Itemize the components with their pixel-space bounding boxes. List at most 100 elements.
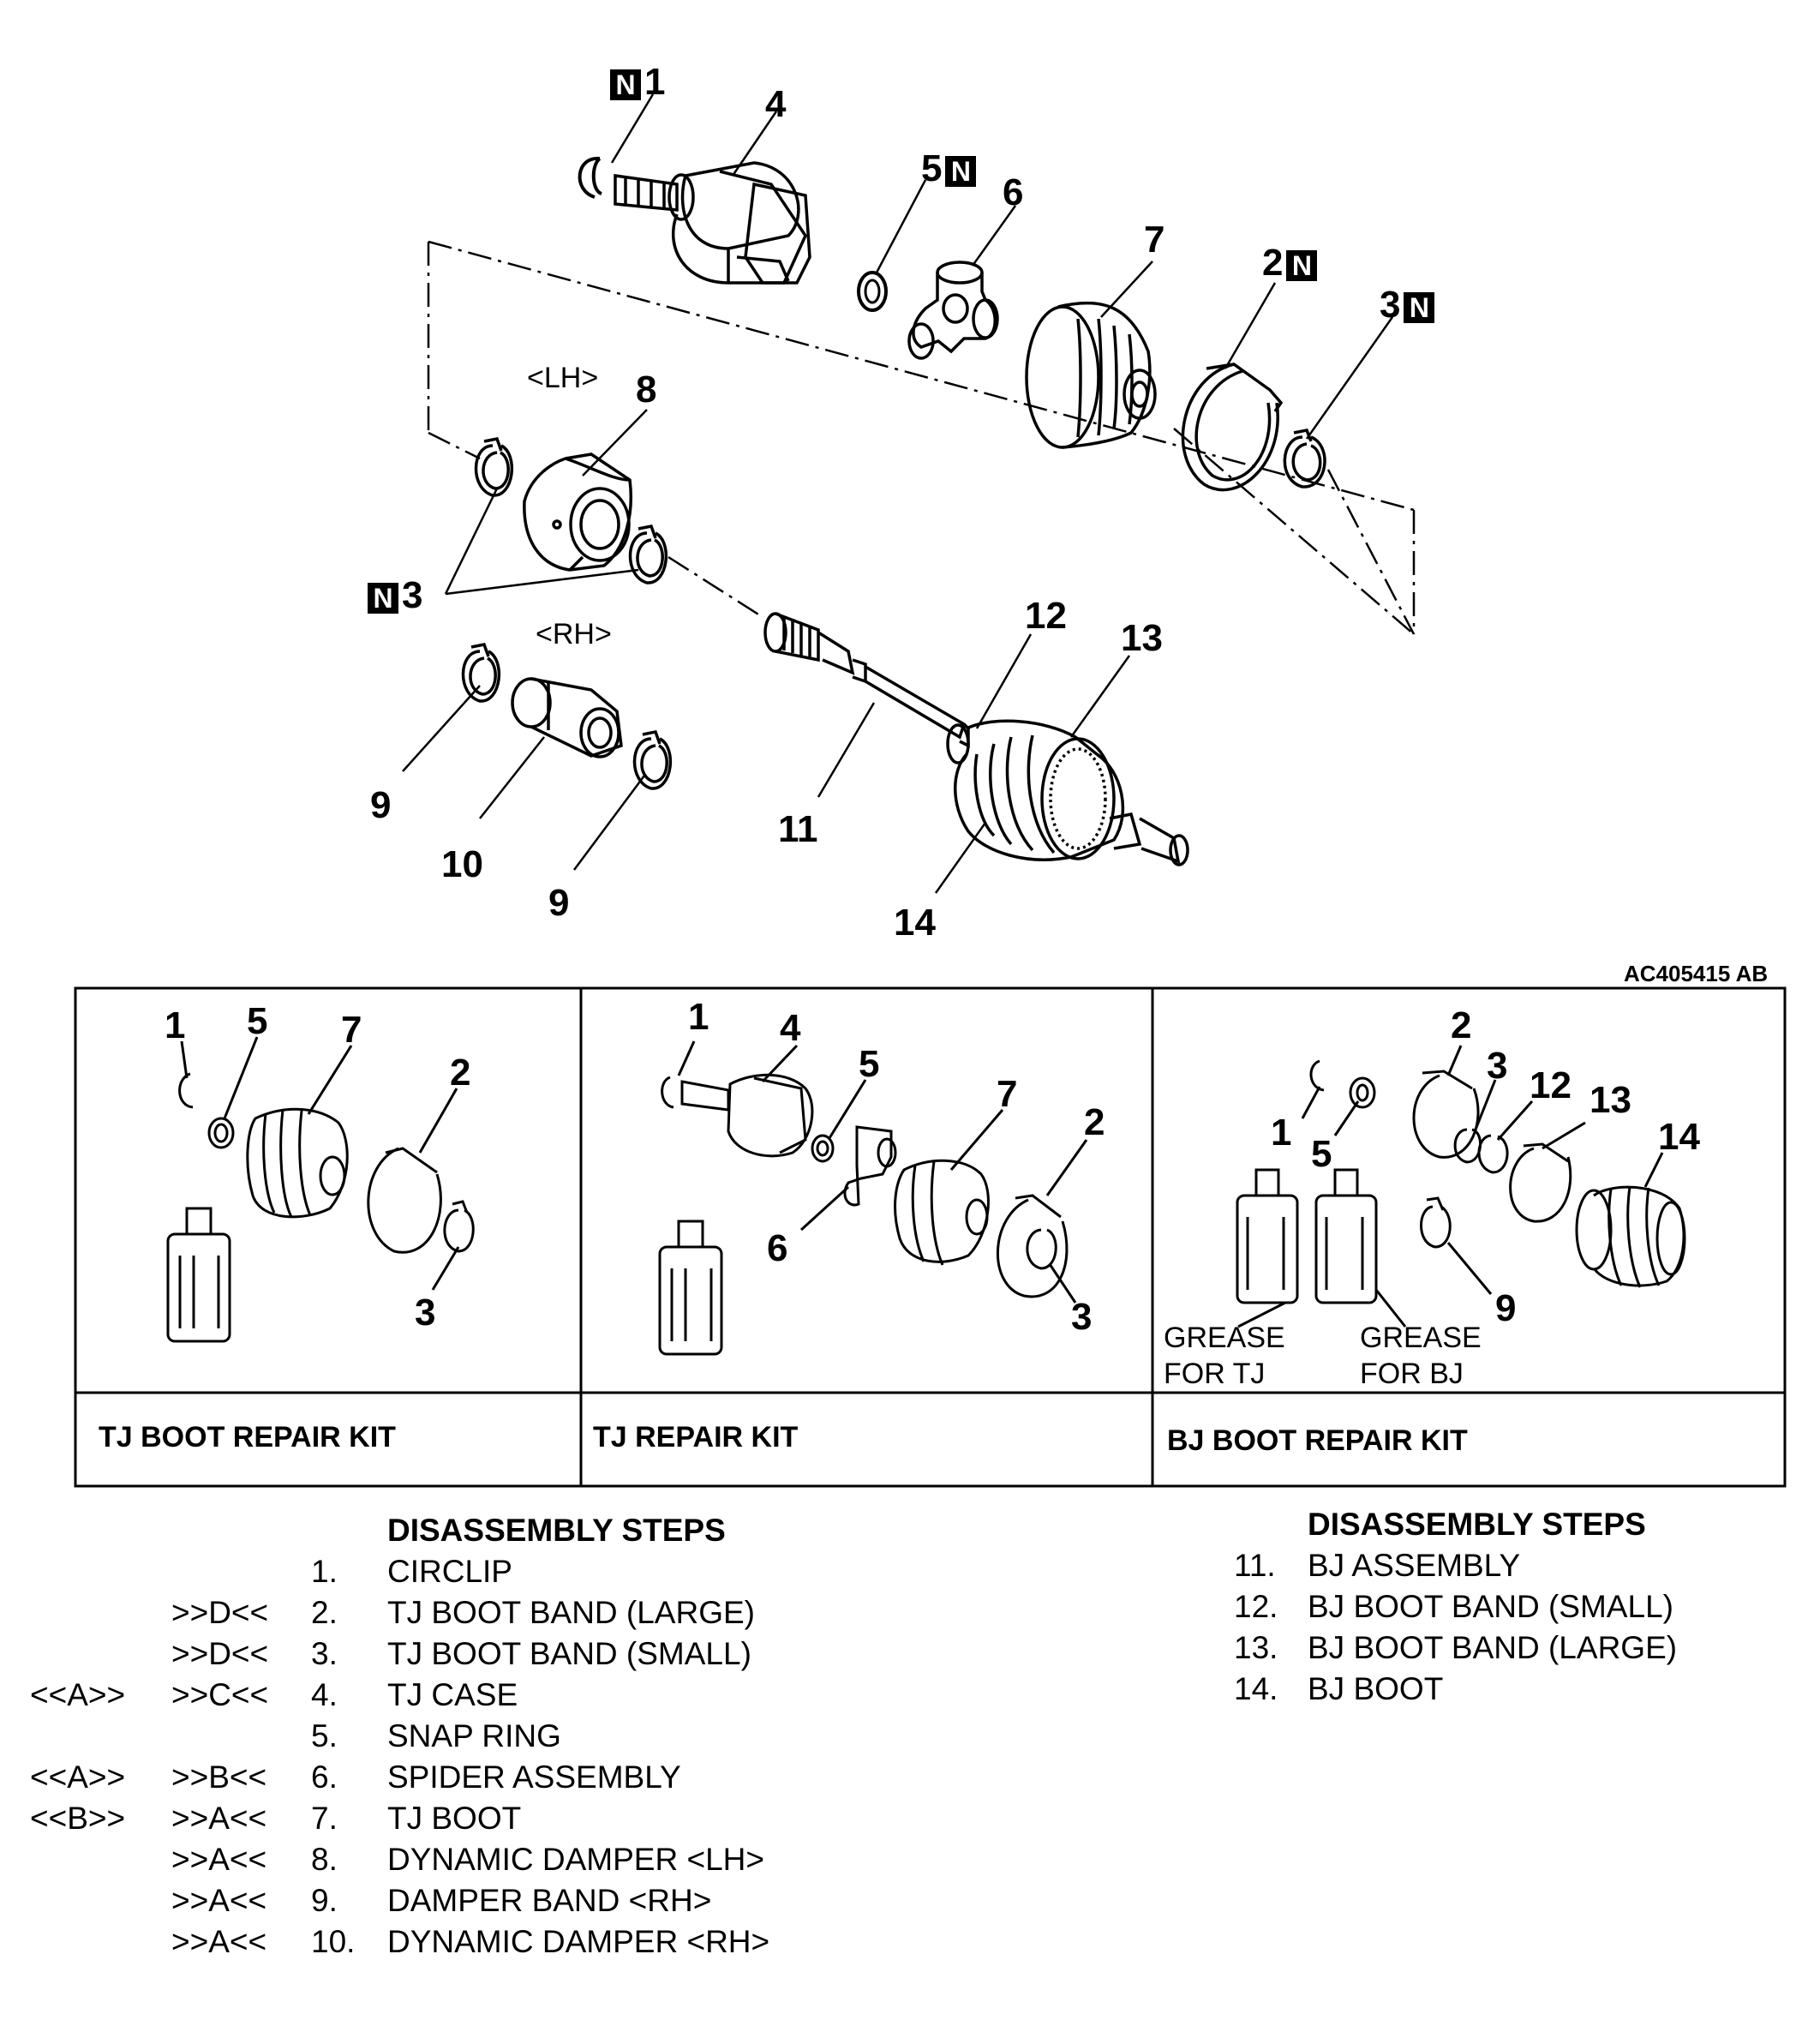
label-part-12: 12 [1025,595,1067,637]
step-row: 1. CIRCLIP [0,1551,857,1592]
removal-mark: <<B>> [30,1801,126,1836]
step-number: 4. [311,1677,338,1712]
step-row: >>A<<10.DYNAMIC DAMPER <RH> [0,1921,857,1963]
leader-lines [402,93,1394,894]
kit2-label-4: 4 [780,1007,801,1049]
label-part-8: 8 [636,369,657,411]
label-part-6: 6 [1003,171,1024,213]
kit1-label-2: 2 [450,1052,471,1094]
installation-mark: >>A<< [171,1842,267,1877]
tj-boot-part [1025,301,1157,449]
new-part-badge: N [368,583,398,614]
installation-mark: >>C<< [171,1677,269,1712]
step-name: TJ BOOT [387,1801,522,1836]
snap-ring-part [857,271,888,312]
steps-heading: DISASSEMBLY STEPS [1308,1507,1646,1542]
circlip-part [578,156,603,199]
kit3-parts [1236,1045,1686,1328]
step-number: 3. [311,1636,338,1671]
new-part-badge: N [1286,250,1318,281]
label-part-10: 10 [441,843,483,885]
rh-band-right-part [632,729,673,790]
installation-mark: >>D<< [171,1636,269,1671]
label-lh: <LH> [527,362,599,394]
kit3-label-5: 5 [1311,1133,1332,1175]
step-name: BJ BOOT BAND (SMALL) [1308,1589,1673,1624]
kit2-title: TJ REPAIR KIT [593,1421,799,1454]
step-name: TJ BOOT BAND (SMALL) [387,1636,751,1671]
assembly-frame [427,240,1416,635]
step-number: 1. [311,1554,338,1589]
figure-code: AC405415 AB [1624,961,1769,986]
kit3-label-3: 3 [1487,1045,1508,1087]
installation-mark: >>B<< [171,1759,267,1795]
tj-boot-band-large-part [1181,363,1284,492]
step-row: >>A<<9.DAMPER BAND <RH> [0,1880,857,1921]
bj-boot-part [946,719,1189,866]
kit3-label-14: 14 [1658,1116,1700,1158]
step-name: DYNAMIC DAMPER <RH> [387,1924,770,1959]
lh-band-right-part [628,524,668,584]
label-part-7: 7 [1144,219,1165,261]
dynamic-damper-rh-part [511,677,623,758]
label-part-13: 13 [1121,617,1163,659]
step-row: <<A>> >>C<< 4. TJ CASE [0,1675,857,1716]
kit2-label-6: 6 [767,1227,788,1269]
step-name: TJ BOOT BAND (LARGE) [387,1595,755,1630]
kit3-title: BJ BOOT REPAIR KIT [1167,1424,1468,1457]
new-part-badge: N [945,156,977,187]
kit1-label-7: 7 [341,1009,362,1051]
label-part-11: 11 [778,808,818,850]
kit2-label-1: 1 [688,996,709,1038]
step-number: 14. [1234,1671,1278,1706]
step-name: SNAP RING [387,1718,561,1753]
kit3-label-9: 9 [1495,1287,1517,1329]
step-name: TJ CASE [387,1677,518,1712]
kit2-label-3: 3 [1071,1296,1093,1338]
step-row: 5. SNAP RING [0,1716,857,1757]
installation-mark: >>A<< [171,1801,267,1836]
step-number: 9. [311,1883,338,1918]
step-number: 5. [311,1718,338,1753]
kit3-label-1: 1 [1271,1112,1292,1154]
step-row: 12. BJ BOOT BAND (SMALL) [1200,1586,1799,1627]
installation-mark: >>A<< [171,1924,267,1959]
steps-list: 1.CIRCLIP>>D<<2.TJ BOOT BAND (LARGE)>>D<… [0,1551,857,1963]
kit3-label-13: 13 [1590,1079,1631,1121]
tj-case-part [614,161,811,285]
step-row: >>D<< 3. TJ BOOT BAND (SMALL) [0,1633,857,1675]
label-part-4: 4 [765,83,787,125]
steps-heading: DISASSEMBLY STEPS [387,1513,726,1548]
step-number: 6. [311,1759,338,1795]
kit1-parts [166,1036,475,1343]
step-row: 11.BJ ASSEMBLY [1200,1545,1799,1586]
new-part-badge: N [610,69,641,100]
step-number: 7. [311,1801,338,1836]
label-rh: <RH> [536,618,612,650]
kit1-label-5: 5 [247,1000,268,1042]
kit1-label-1: 1 [165,1004,186,1046]
step-name: CIRCLIP [387,1554,512,1589]
kit2-label-2: 2 [1084,1101,1105,1143]
lh-band-left-part [474,436,514,497]
step-number: 13. [1234,1630,1278,1665]
new-part-badge: N [1404,292,1435,323]
kit2-label-5: 5 [859,1043,880,1085]
step-name: SPIDER ASSEMBLY [387,1759,681,1795]
kit3-label-2: 2 [1451,1004,1472,1046]
spider-assembly-part [907,261,999,360]
step-name: DAMPER BAND <RH> [387,1883,712,1918]
step-name: DYNAMIC DAMPER <LH> [387,1842,764,1877]
step-number: 12. [1234,1589,1278,1624]
removal-mark: <<A>> [30,1677,126,1712]
step-row: >>A<<8.DYNAMIC DAMPER <LH> [0,1839,857,1880]
step-name: BJ BOOT [1308,1671,1444,1706]
